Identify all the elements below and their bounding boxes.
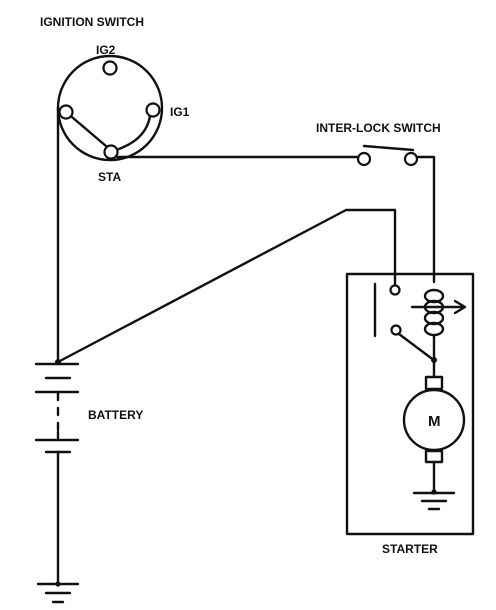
starter-contact-terminal <box>390 324 402 336</box>
ig1-label: IG1 <box>170 105 190 119</box>
starter-main-terminal <box>389 284 401 296</box>
sta-terminal <box>103 144 119 160</box>
starter-ground-icon <box>412 489 456 511</box>
starter: M <box>345 272 475 536</box>
ig1-terminal <box>145 102 161 118</box>
sta-label: STA <box>98 170 121 184</box>
interlock-terminal-right <box>403 151 419 167</box>
interlock-switch-label: INTER-LOCK SWITCH <box>316 121 441 135</box>
ignition-switch-label: IGNITION SWITCH <box>40 15 144 29</box>
motor-icon <box>402 375 466 464</box>
battery <box>34 359 80 585</box>
ignition-internal-arc <box>114 114 152 152</box>
motor-label: M <box>428 413 441 430</box>
battery-ground-icon <box>36 581 80 604</box>
starter-label: STARTER <box>382 542 438 556</box>
ig2-label: IG2 <box>96 43 116 57</box>
solenoid-coil-icon <box>423 288 445 337</box>
battery-to-starter-wire <box>56 208 397 364</box>
solenoid-contact-arm <box>397 332 433 360</box>
ignition-switch <box>56 54 164 162</box>
interlock-terminal-left <box>356 151 372 167</box>
interlock-blade <box>362 144 415 152</box>
acc-terminal <box>58 104 74 120</box>
starter-housing <box>345 272 475 536</box>
plunger-arrow-icon <box>453 299 467 315</box>
interlock-to-coil-wire <box>414 155 436 284</box>
interlock-switch <box>356 144 419 167</box>
ig2-terminal <box>102 60 118 76</box>
battery-label: BATTERY <box>88 408 143 422</box>
ignition-rotor-arm <box>64 110 108 148</box>
